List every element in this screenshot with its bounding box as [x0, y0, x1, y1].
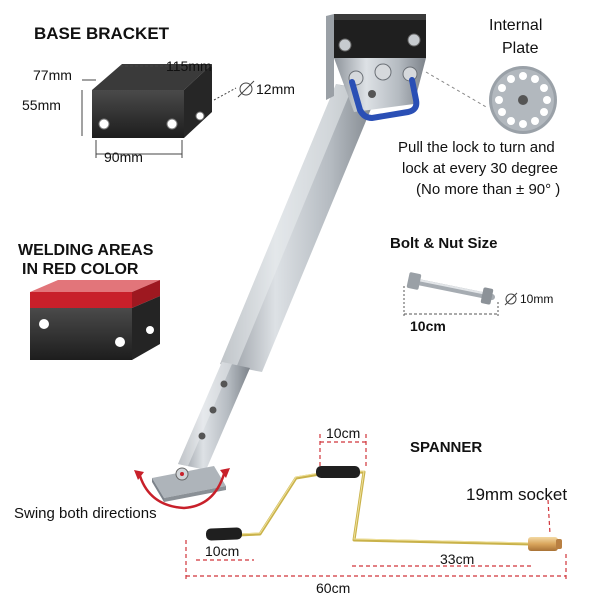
bolt-diameter-label: 10mm	[520, 292, 554, 306]
hole-diameter-label: 12mm	[256, 81, 295, 97]
lock-note-line3: (No more than ± 90° )	[416, 181, 561, 198]
base-bracket-dimension-lines	[81, 65, 237, 158]
welding-title-line1: WELDING AREAS	[18, 242, 154, 259]
bracket-length-label: 115mm	[166, 58, 212, 74]
bolt-title: Bolt & Nut Size	[390, 235, 498, 252]
bolt-image	[406, 272, 495, 305]
bolt-diameter-icon	[504, 292, 518, 306]
foot-plate-image	[152, 466, 226, 502]
bracket-width-label: 77mm	[33, 67, 72, 83]
lock-handle-image	[349, 77, 420, 122]
spanner-arm-label: 33cm	[440, 551, 475, 567]
bracket-bottom-label: 90mm	[104, 149, 143, 165]
hole-diameter-icon	[237, 80, 255, 98]
stand-tube-image	[178, 84, 378, 470]
base-bracket-title: BASE BRACKET	[34, 24, 170, 43]
bracket-height-label: 55mm	[22, 97, 61, 113]
bolt-dimension-lines	[403, 286, 499, 318]
plate-leader-line	[425, 71, 489, 109]
socket-label: 19mm socket	[466, 485, 568, 504]
swing-arrows-icon	[134, 468, 230, 510]
lock-note-line1: Pull the lock to turn and	[398, 139, 555, 156]
base-bracket-image	[92, 64, 212, 138]
spanner-image	[205, 466, 562, 551]
spanner-title: SPANNER	[410, 439, 483, 456]
swing-note: Swing both directions	[14, 505, 157, 522]
spanner-total-label: 60cm	[316, 580, 351, 596]
welding-title-line2: IN RED COLOR	[22, 261, 139, 278]
spanner-handle-label: 10cm	[205, 543, 240, 559]
spanner-grip-label: 10cm	[326, 425, 361, 441]
internal-plate-title-line2: Plate	[502, 40, 539, 57]
welding-bracket-image	[30, 280, 160, 360]
internal-plate-title-line1: Internal	[489, 17, 543, 34]
bolt-length-label: 10cm	[410, 318, 446, 334]
lock-note-line2: lock at every 30 degree	[402, 160, 558, 177]
internal-plate-image	[489, 66, 557, 134]
spanner-dimension-lines	[185, 434, 567, 580]
